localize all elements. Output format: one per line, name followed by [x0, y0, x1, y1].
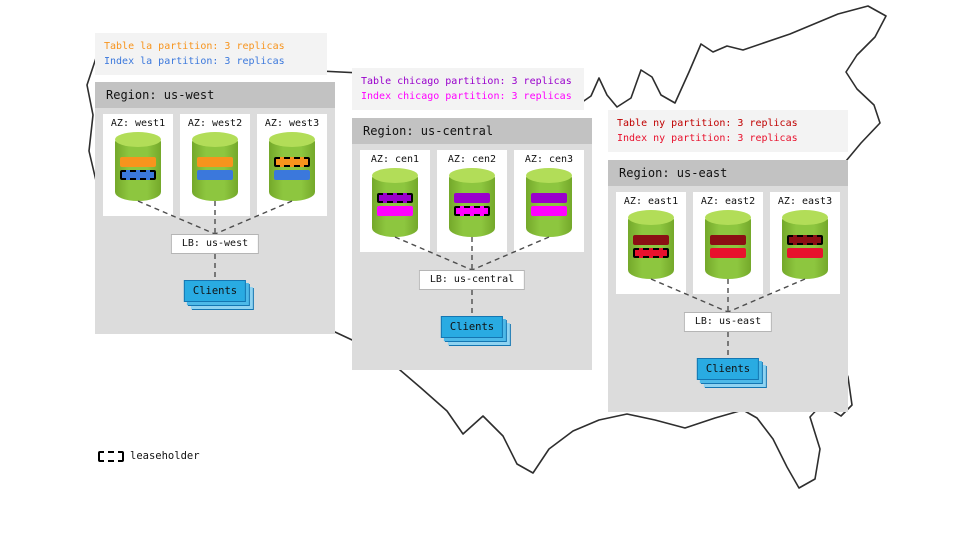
region-title: Region: us-central: [352, 118, 592, 144]
replica-bar: [274, 157, 310, 167]
load-balancer: LB: us-west: [170, 234, 260, 254]
database-cylinder-icon: [269, 132, 315, 201]
az-label: AZ: east3: [777, 196, 833, 207]
cylinder-top: [782, 210, 828, 225]
load-balancer: LB: us-east: [683, 312, 773, 332]
cylinder-top: [372, 168, 418, 183]
replica-bar: [633, 248, 669, 258]
az-label: AZ: west3: [264, 118, 320, 129]
leaseholder-swatch-icon: [98, 450, 124, 462]
replica-bar: [274, 170, 310, 180]
table-partition-info: Table ny partition: 3 replicas: [617, 118, 798, 129]
partition-info-us-east: Table ny partition: 3 replicas Index ny …: [608, 110, 848, 152]
replica-bar: [710, 248, 746, 258]
index-partition-info: Index ny partition: 3 replicas: [617, 133, 798, 144]
replica-bar: [633, 235, 669, 245]
az-box: AZ: east2: [693, 192, 763, 294]
replica-bar: [197, 170, 233, 180]
cylinder-top: [269, 132, 315, 147]
region-us-west: Region: us-west AZ: west1 AZ: west2: [95, 82, 335, 334]
az-box: AZ: cen2: [437, 150, 507, 252]
cylinder-top: [628, 210, 674, 225]
region-us-east: Region: us-east AZ: east1 AZ: east2: [608, 160, 848, 412]
index-partition-info: Index la partition: 3 replicas: [104, 56, 285, 67]
table-partition-info: Table la partition: 3 replicas: [104, 41, 285, 52]
partition-info-us-west: Table la partition: 3 replicas Index la …: [95, 33, 327, 75]
region-title: Region: us-west: [95, 82, 335, 108]
az-label: AZ: west1: [110, 118, 166, 129]
replica-bar: [377, 193, 413, 203]
database-cylinder-icon: [115, 132, 161, 201]
az-box: AZ: cen1: [360, 150, 430, 252]
replica-bar: [120, 157, 156, 167]
leaseholder-label: leaseholder: [130, 450, 200, 462]
database-cylinder-icon: [628, 210, 674, 279]
replica-bar: [710, 235, 746, 245]
az-box: AZ: west3: [257, 114, 327, 216]
database-cylinder-icon: [782, 210, 828, 279]
table-partition-info: Table chicago partition: 3 replicas: [361, 76, 572, 87]
az-row: AZ: east1 AZ: east2 AZ: east3: [608, 186, 848, 294]
leaseholder-legend: leaseholder: [98, 450, 200, 462]
cylinder-top: [115, 132, 161, 147]
az-label: AZ: east1: [623, 196, 679, 207]
az-box: AZ: east3: [770, 192, 840, 294]
az-label: AZ: cen1: [370, 154, 420, 165]
replica-bar: [531, 193, 567, 203]
cylinder-top: [192, 132, 238, 147]
cylinder-top: [526, 168, 572, 183]
replica-bar: [454, 206, 490, 216]
az-row: AZ: cen1 AZ: cen2 AZ: cen3: [352, 144, 592, 252]
replica-bar: [454, 193, 490, 203]
region-title: Region: us-east: [608, 160, 848, 186]
region-us-central: Region: us-central AZ: cen1 AZ: cen2: [352, 118, 592, 370]
az-box: AZ: west1: [103, 114, 173, 216]
replica-bar: [531, 206, 567, 216]
database-cylinder-icon: [449, 168, 495, 237]
replica-bar: [787, 235, 823, 245]
replica-bar: [787, 248, 823, 258]
az-box: AZ: east1: [616, 192, 686, 294]
az-label: AZ: west2: [187, 118, 243, 129]
cylinder-top: [449, 168, 495, 183]
database-cylinder-icon: [705, 210, 751, 279]
az-label: AZ: cen2: [447, 154, 497, 165]
az-box: AZ: west2: [180, 114, 250, 216]
az-label: AZ: east2: [700, 196, 756, 207]
replica-bar: [377, 206, 413, 216]
replica-bar: [120, 170, 156, 180]
database-cylinder-icon: [192, 132, 238, 201]
database-cylinder-icon: [526, 168, 572, 237]
clients-box: Clients: [696, 358, 760, 380]
database-cylinder-icon: [372, 168, 418, 237]
replica-bar: [197, 157, 233, 167]
partition-info-us-central: Table chicago partition: 3 replicas Inde…: [352, 68, 584, 110]
load-balancer: LB: us-central: [418, 270, 526, 290]
clients-box: Clients: [183, 280, 247, 302]
az-row: AZ: west1 AZ: west2 AZ: west3: [95, 108, 335, 216]
az-label: AZ: cen3: [524, 154, 574, 165]
az-box: AZ: cen3: [514, 150, 584, 252]
clients-box: Clients: [440, 316, 504, 338]
index-partition-info: Index chicago partition: 3 replicas: [361, 91, 572, 102]
cylinder-top: [705, 210, 751, 225]
